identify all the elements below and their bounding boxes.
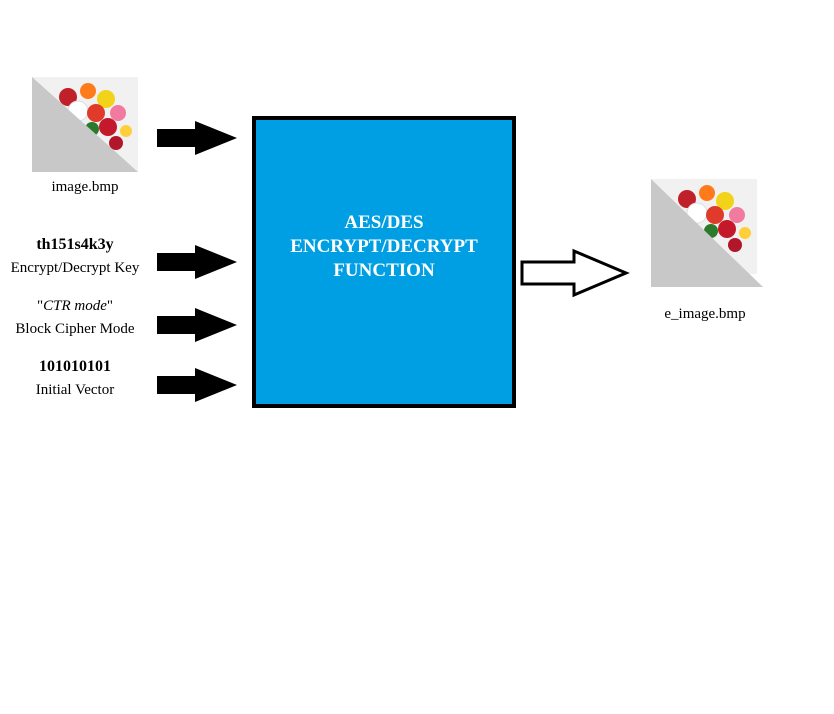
mode-value: "CTR mode" <box>37 298 113 314</box>
output-image-label: e_image.bmp <box>664 306 746 322</box>
function-title-line1: AES/DES <box>344 212 424 233</box>
output-image-icon <box>650 178 763 287</box>
mode-label: Block Cipher Mode <box>15 321 135 337</box>
input-arrow-mode <box>157 308 237 342</box>
key-label: Encrypt/Decrypt Key <box>10 260 140 276</box>
input-arrow-key <box>157 245 237 279</box>
key-value: th151s4k3y <box>36 236 114 253</box>
input-arrow-iv <box>157 368 237 402</box>
function-title-line2: ENCRYPT/DECRYPT <box>290 236 478 257</box>
iv-value: 101010101 <box>39 358 111 375</box>
function-title-line3: FUNCTION <box>333 260 435 281</box>
input-arrow-image <box>157 121 237 155</box>
input-image-icon <box>31 76 139 173</box>
input-image-label: image.bmp <box>51 179 119 195</box>
function-box: AES/DES ENCRYPT/DECRYPT FUNCTION <box>252 116 516 408</box>
iv-label: Initial Vector <box>35 382 115 398</box>
output-arrow <box>520 248 630 298</box>
